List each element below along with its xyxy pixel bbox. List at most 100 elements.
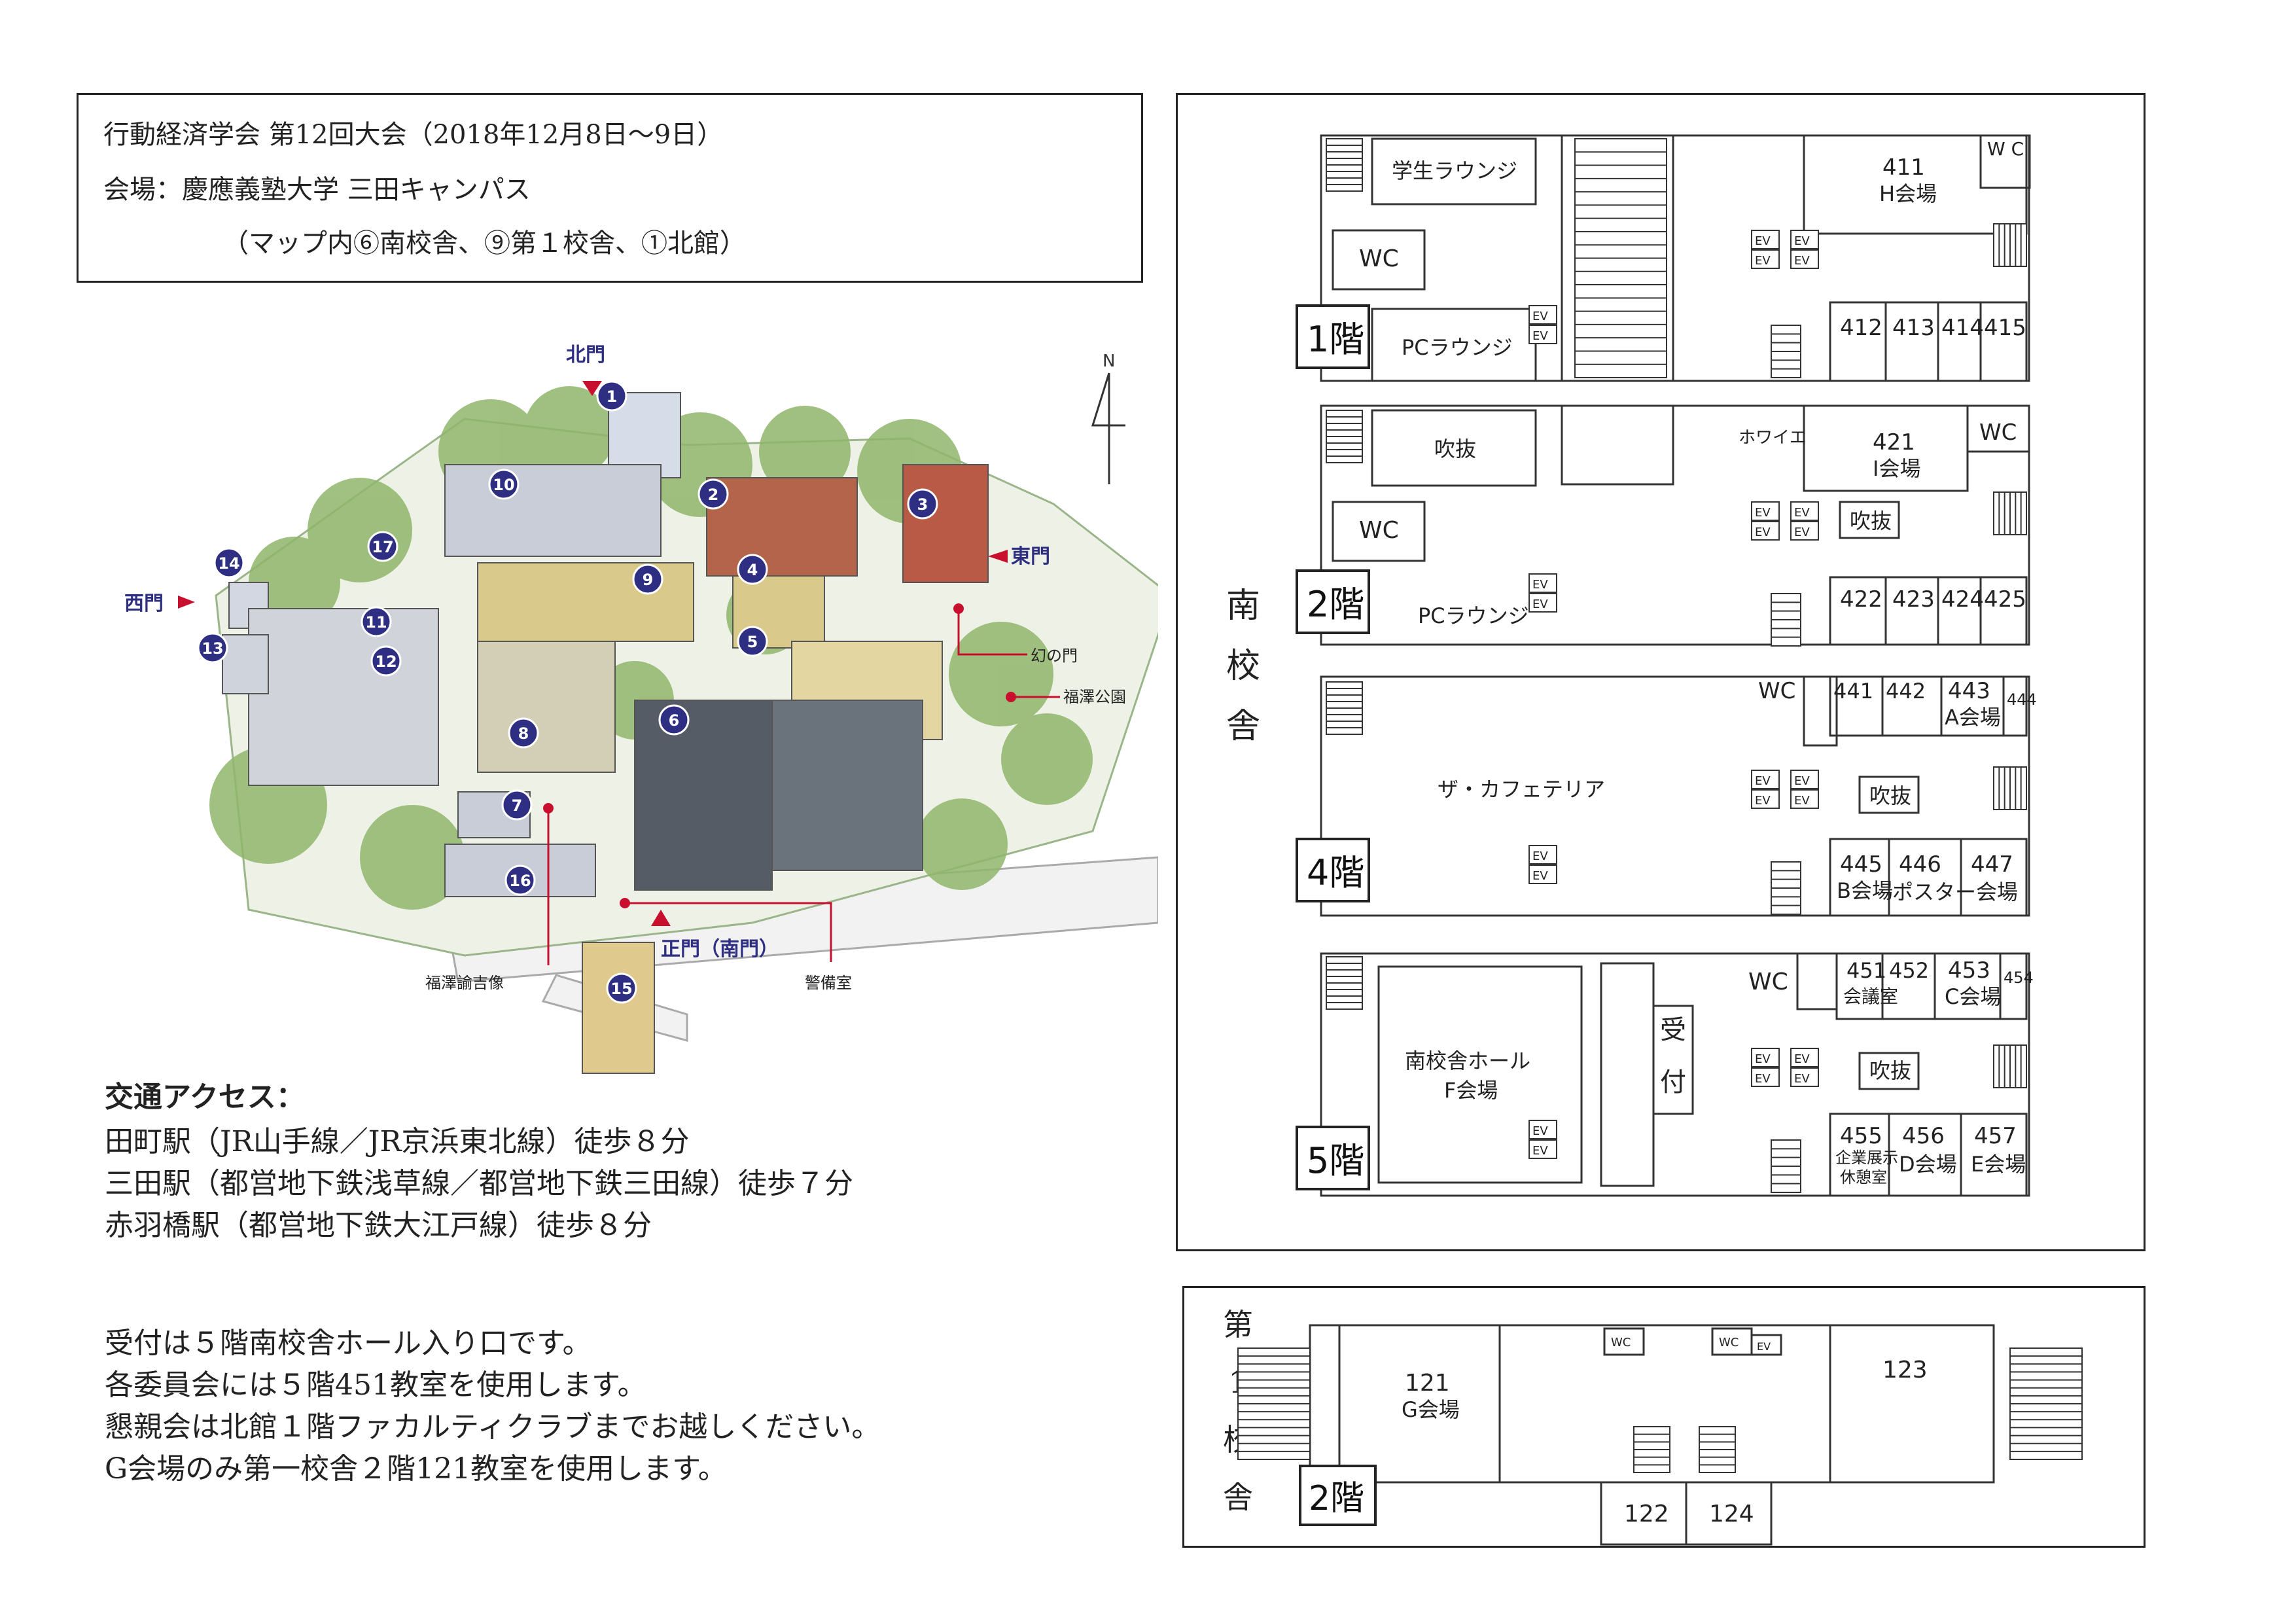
room-457: 457: [1974, 1123, 2017, 1149]
ev-label: EV: [1794, 234, 1810, 248]
building-3: [902, 464, 989, 583]
floor-2-label: 2階: [1309, 1479, 1364, 1518]
building-marker: [501, 789, 533, 821]
room-446: 446: [1899, 851, 1941, 878]
building-marker-number: 7: [512, 796, 523, 815]
ev-label: EV: [1755, 254, 1771, 268]
south-hall: 南校舎ホール: [1405, 1048, 1530, 1073]
north-arrow: [1091, 372, 1125, 484]
room-454: 454: [2004, 969, 2034, 987]
building-marker-number: 11: [365, 613, 387, 632]
building-marker: [632, 563, 663, 595]
elevator: [1528, 1120, 1557, 1139]
building-15: [582, 942, 655, 1074]
hall-g: G会場: [1402, 1397, 1460, 1422]
elevator: [1751, 1048, 1780, 1067]
room-451: 451: [1846, 958, 1886, 983]
south-building-panel: [1176, 93, 2146, 1251]
reception-box: [1652, 1005, 1694, 1115]
elevator: [1528, 845, 1557, 865]
room-442: 442: [1886, 679, 1926, 704]
building-11-12: [248, 608, 439, 786]
room-123: 123: [1882, 1357, 1928, 1383]
ev-label: EV: [1755, 1072, 1771, 1086]
building-6b: [771, 700, 923, 871]
fukinuke: 吹抜: [1434, 437, 1476, 461]
room-455: 455: [1840, 1123, 1882, 1149]
room-122: 122: [1624, 1501, 1669, 1527]
building-marker-number: 16: [509, 872, 531, 890]
conference-info-box: 行動経済学会 第12回大会（2018年12月8日〜9日） 会場：慶應義塾大学 三…: [77, 93, 1143, 283]
floor-labels: 1階 2階 4階 5階: [1296, 304, 1370, 1190]
building-marker-number: 3: [917, 495, 928, 514]
pc-lounge: PCラウンジ: [1418, 603, 1529, 628]
maboroshi-label: 幻の門: [1031, 647, 1078, 665]
building-marker: [504, 865, 536, 896]
wc-label: WC: [1758, 678, 1795, 704]
elevator: [1790, 770, 1819, 789]
ev-label: EV: [1532, 869, 1548, 883]
floor-1-label: 1階: [1307, 319, 1364, 360]
guard-label: 警備室: [805, 974, 852, 992]
room-425: 425: [1984, 586, 2026, 613]
hall-e: E会場: [1971, 1152, 2026, 1177]
building-marker-number: 17: [372, 538, 393, 556]
ev-label: EV: [1794, 526, 1810, 539]
elevator: [1790, 1048, 1819, 1067]
ev-label: EV: [1532, 329, 1548, 343]
ev-label: EV: [1757, 1340, 1771, 1353]
building-marker: [907, 488, 938, 520]
building-marker: [596, 380, 627, 412]
wc-label: WC: [1719, 1336, 1739, 1349]
elevator: [1528, 865, 1557, 884]
elevator: [1790, 230, 1819, 249]
ev-label: EV: [1794, 1052, 1810, 1066]
access-line: 田町駅（JR山手線／JR京浜東北線）徒歩８分: [105, 1125, 690, 1158]
building-2: [706, 477, 858, 577]
ev-label: EV: [1532, 597, 1548, 611]
hall-c: C会場: [1945, 984, 2001, 1009]
ev-label: EV: [1532, 849, 1548, 863]
room-447: 447: [1971, 851, 2013, 878]
pc-lounge: PCラウンジ: [1402, 335, 1513, 360]
building-marker: [508, 717, 539, 749]
ev-label: EV: [1755, 526, 1771, 539]
elevator: [1751, 789, 1780, 809]
room-414: 414: [1941, 315, 1984, 341]
wc-label: WC: [1359, 517, 1399, 544]
wc-label: WC: [1748, 969, 1788, 995]
conference-venue: 会場：慶應義塾大学 三田キャンパス: [103, 175, 531, 205]
building-marker-number: 5: [747, 633, 758, 651]
elevator: [1790, 249, 1819, 269]
fukinuke: 吹抜: [1850, 508, 1892, 533]
building-marker: [698, 478, 729, 510]
building-10: [444, 464, 662, 557]
building-marker-number: 12: [375, 652, 397, 671]
hall-d: D会場: [1899, 1152, 1957, 1177]
floor4-outline: [1320, 675, 2030, 917]
elevator: [1528, 573, 1557, 593]
ev-label: EV: [1532, 1124, 1548, 1138]
park-label: 福澤公園: [1063, 688, 1126, 706]
floor2-outline: [1320, 404, 2030, 646]
fukinuke: 吹抜: [1869, 783, 1911, 808]
hall-f: F会場: [1444, 1078, 1498, 1103]
wc-label: WC: [1979, 419, 2017, 446]
fukinuke: 吹抜: [1869, 1058, 1911, 1083]
elevator: [1528, 1139, 1557, 1159]
north-label: N: [1103, 351, 1115, 371]
east-gate-label: 東門: [1011, 545, 1050, 568]
building-marker-number: 1: [607, 387, 618, 406]
statue-dot: [543, 803, 554, 813]
elevator: [1751, 230, 1780, 249]
conference-title: 行動経済学会 第12回大会（2018年12月8日〜9日）: [103, 120, 724, 150]
reception-char: 付: [1660, 1067, 1686, 1097]
building-marker-number: 4: [747, 561, 758, 579]
conference-buildings: （マップ内⑥南校舎、⑨第１校舎、①北館）: [222, 228, 746, 259]
room-456: 456: [1902, 1123, 1945, 1149]
east-gate-marker: [988, 550, 1008, 563]
elevator: [1528, 305, 1557, 325]
building-13: [222, 634, 269, 694]
